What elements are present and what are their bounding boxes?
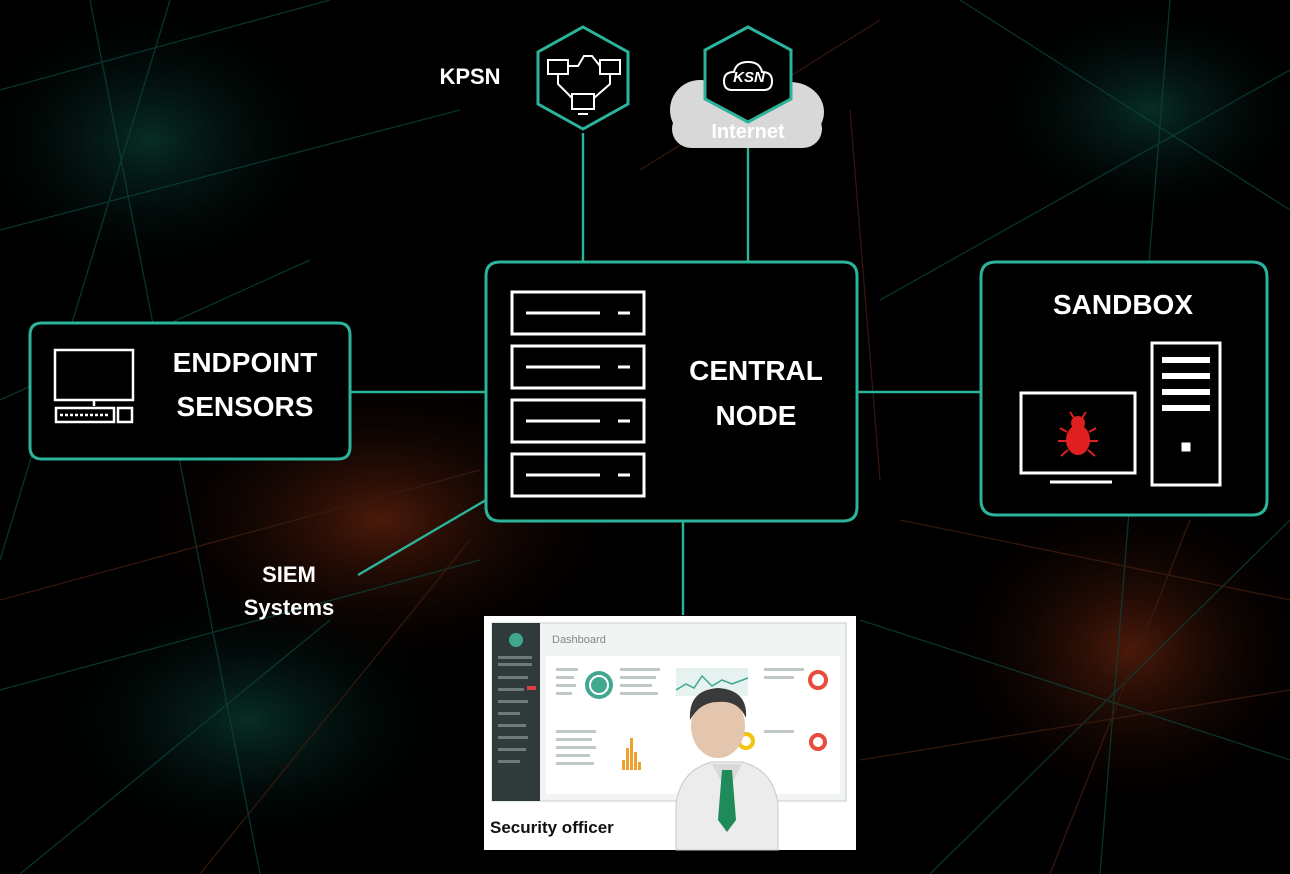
kpsn-label: KPSN [439,64,501,89]
monitor-icon [1019,391,1137,484]
kpsn-hexagon [536,25,630,131]
security-officer-panel [484,616,856,851]
person-icon [675,688,779,851]
central-node-label-line1: CENTRAL [689,355,823,386]
network-topology-icon [547,55,621,115]
connector-siem [357,498,487,577]
endpoint-sensors-label-line1: ENDPOINT [172,347,318,378]
central-node-box [484,260,859,523]
central-node-label-line2: NODE [715,400,797,431]
ksn-cloud [670,25,824,148]
siem-label-line2: Systems [243,595,335,620]
bug-icon [1058,411,1098,457]
cloud-icon [722,60,774,91]
ksn-label: KSN [733,69,765,86]
sandbox-box [979,260,1269,517]
desktop-computer-icon [53,348,135,424]
security-officer-label: Security officer [490,818,614,837]
endpoint-sensors-box [28,321,352,461]
connectors [350,133,981,615]
tower-server-icon [1150,341,1222,487]
sandbox-label: SANDBOX [1052,289,1193,320]
server-rack-icon [510,290,646,498]
siem-label-line1: SIEM [262,562,316,587]
internet-label: Internet [711,121,785,143]
dashboard-title: Dashboard [552,634,606,646]
dashboard-screenshot [491,622,847,802]
endpoint-sensors-label-line2: SENSORS [176,391,314,422]
